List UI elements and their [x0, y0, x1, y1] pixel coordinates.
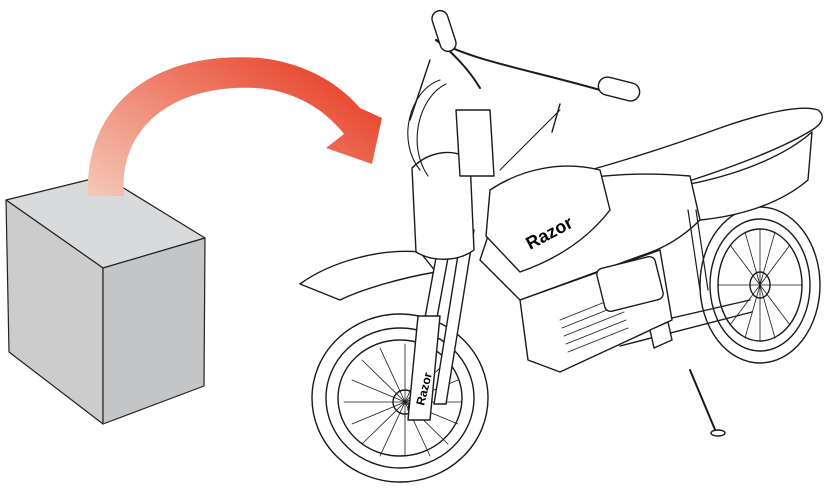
transfer-arrow	[88, 57, 382, 196]
steering-stem	[456, 110, 494, 176]
box-right-face	[103, 238, 205, 424]
rear-wheel	[700, 207, 820, 363]
front-fender	[300, 251, 436, 300]
kickstand	[690, 370, 716, 432]
grip-left	[430, 9, 458, 54]
front-wheel	[312, 314, 488, 482]
package-box	[6, 176, 205, 424]
handlebar	[436, 40, 600, 90]
dirt-bike: Razor R	[300, 9, 822, 482]
kickstand-foot	[711, 430, 725, 436]
grip-right	[596, 75, 641, 103]
